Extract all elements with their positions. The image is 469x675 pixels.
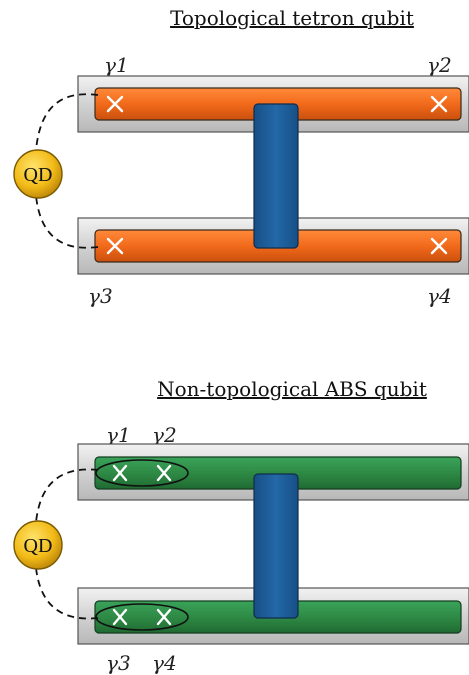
x-mark-icon [106, 237, 124, 255]
abs-pair-ellipse-upper [95, 459, 189, 487]
gamma-3-label: γ3 [106, 651, 131, 675]
gamma-1-label: γ1 [106, 423, 131, 447]
quantum-dot-label: QD [24, 535, 53, 557]
quantum-dot-label: QD [24, 164, 53, 186]
quantum-dot-circle-icon [13, 520, 63, 570]
x-mark-icon [106, 95, 124, 113]
x-mark-icon [156, 608, 172, 626]
gamma-2-label: γ2 [427, 53, 452, 77]
superconducting-bridge [253, 103, 299, 249]
gamma-4-label: γ4 [427, 284, 452, 308]
gamma-4-label: γ4 [152, 651, 177, 675]
x-mark-icon [112, 608, 128, 626]
gamma-1-label: γ1 [104, 53, 129, 77]
x-mark-icon [430, 237, 448, 255]
x-mark-icon [156, 464, 172, 482]
gamma-2-label: γ2 [152, 423, 177, 447]
tetron-title: Topological tetron qubit [170, 6, 414, 30]
abs-qubit-panel: Non-topological ABS qubit γ1 γ2 γ3 γ4 QD [13, 377, 469, 675]
abs-title: Non-topological ABS qubit [157, 377, 427, 401]
gamma-3-label: γ3 [88, 284, 113, 308]
abs-pair-ellipse-lower [95, 603, 189, 631]
superconducting-bridge [253, 473, 299, 619]
x-mark-icon [112, 464, 128, 482]
quantum-dot-circle-icon [13, 149, 63, 199]
x-mark-icon [430, 95, 448, 113]
tetron-qubit-panel: Topological tetron qubit γ1 γ2 γ3 γ4 QD [13, 6, 469, 308]
